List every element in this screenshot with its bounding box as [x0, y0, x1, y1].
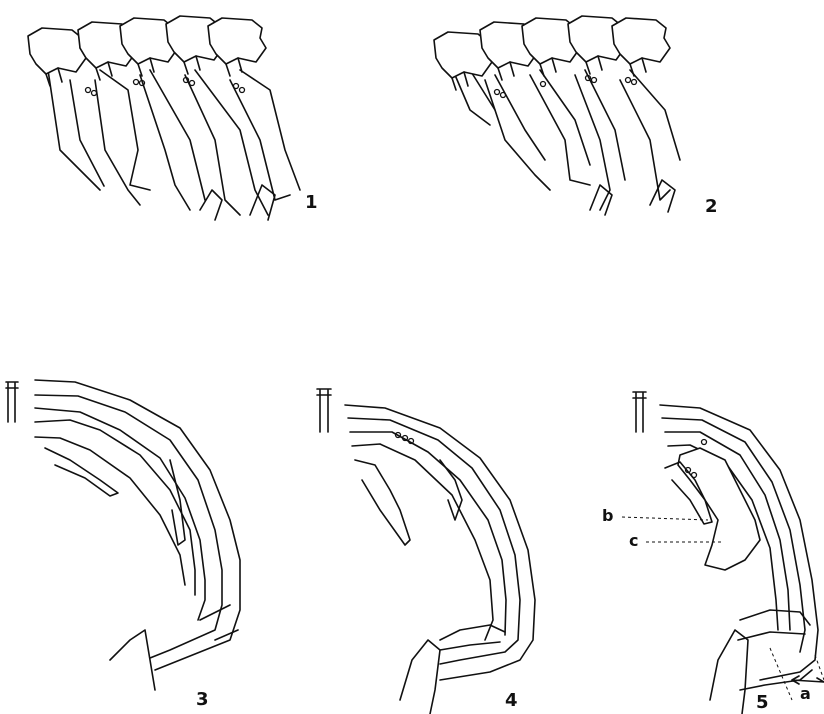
figure-2-drawing	[434, 16, 680, 215]
figure-5-label: 5	[756, 694, 769, 712]
figure-4-label: 4	[505, 692, 518, 710]
annotation-b: b	[602, 508, 613, 524]
figure-3-label: 3	[196, 691, 209, 709]
figure-5-drawing	[622, 392, 824, 714]
annotation-a: a	[800, 686, 811, 702]
annotation-c: c	[629, 533, 638, 549]
figure-1-label: 1	[305, 194, 318, 212]
figure-2-label: 2	[705, 198, 718, 216]
figure-1-drawing	[28, 16, 300, 220]
figure-3-drawing	[6, 380, 240, 690]
figure-4-drawing	[317, 389, 535, 714]
